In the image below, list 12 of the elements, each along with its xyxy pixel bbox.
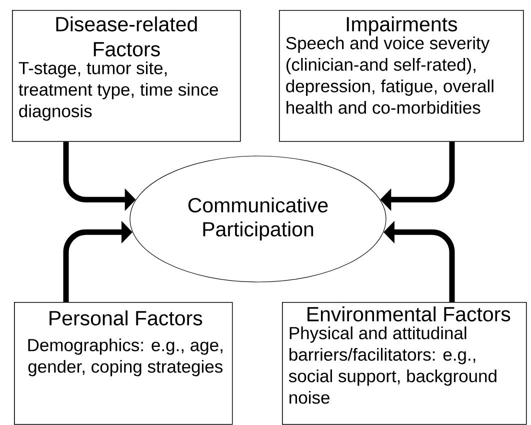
box-title: Environmental Factors bbox=[308, 306, 510, 322]
factor-box bbox=[14, 302, 233, 425]
box-text: Physical and attitudinal barriers/facilitators: e.g., social support, background noise bbox=[288, 326, 496, 404]
box-title: Impairments bbox=[346, 16, 458, 36]
box-title: Personal Factors bbox=[50, 310, 202, 326]
box-text: Demographics: e.g., age, gender, coping strategies bbox=[28, 338, 222, 376]
factor-box bbox=[282, 302, 527, 425]
box-text: Speech and voice severity (clinician-and self-rated), depression, fatigue, overall health and co-morbidities bbox=[286, 36, 494, 114]
factor-box bbox=[279, 10, 524, 142]
box-text: T-stage, tumor site, treatment type, time since diagnosis bbox=[18, 61, 218, 121]
box-title: Disease-related Factors bbox=[56, 16, 197, 56]
factor-box bbox=[12, 10, 241, 142]
